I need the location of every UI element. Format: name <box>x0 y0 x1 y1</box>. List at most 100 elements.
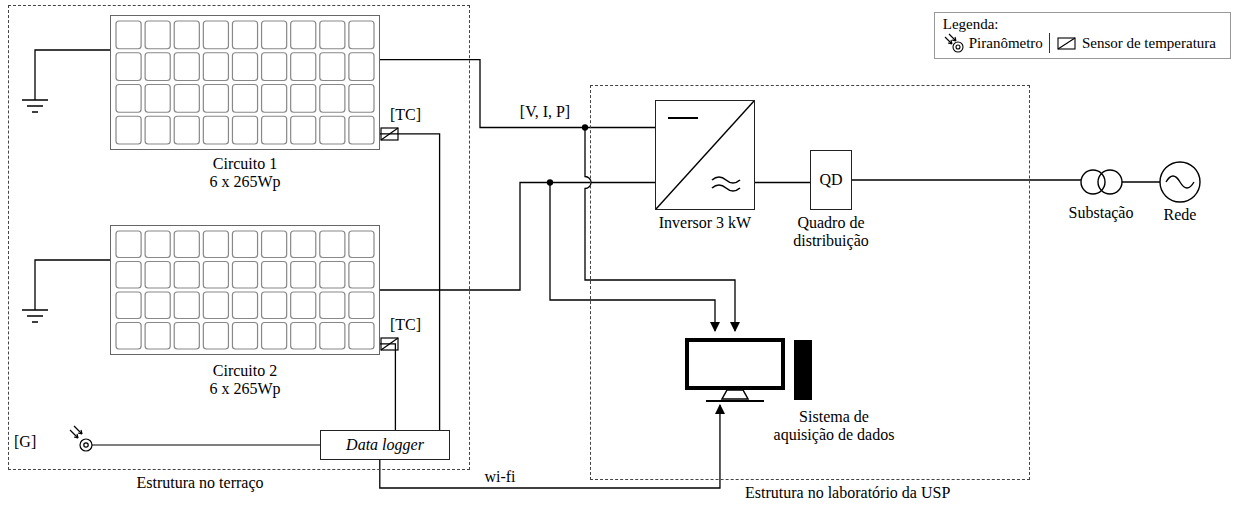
wire-connector <box>852 179 1081 180</box>
solar-cell <box>349 292 374 319</box>
caption-label: Quadro de distribuição <box>781 214 881 251</box>
solar-cell <box>349 53 374 81</box>
panel-cells <box>116 21 374 349</box>
legend-item: Sensor de temperatura <box>1049 33 1222 53</box>
solar-cell <box>232 231 257 258</box>
grid-source: Rede <box>1160 162 1200 202</box>
caption-label: Substação <box>1069 204 1134 222</box>
solar-cell <box>145 292 170 319</box>
wire-connector <box>380 344 395 430</box>
legend-symbol <box>943 33 965 53</box>
ground-symbol <box>22 310 48 322</box>
solar-cell <box>116 292 141 319</box>
solar-cell <box>145 53 170 81</box>
solar-cell <box>320 21 345 49</box>
solar-cell <box>145 262 170 289</box>
wire-connector <box>755 182 810 183</box>
wire-connector <box>380 405 720 488</box>
legend-symbol <box>1056 33 1078 53</box>
caption-label: Estrutura no laboratório da USP <box>745 484 950 502</box>
ac-symbol <box>712 177 740 191</box>
solar-cell <box>116 85 141 113</box>
solar-cell <box>174 231 199 258</box>
solar-cell <box>232 292 257 319</box>
monitor-base <box>706 400 764 402</box>
symbol-part <box>945 34 956 44</box>
grid-source-symbol <box>1160 162 1200 202</box>
wire-connector <box>380 134 440 430</box>
solar-cell <box>174 292 199 319</box>
box-label: QD <box>819 171 842 189</box>
ground-wire <box>35 50 110 100</box>
solar-cell <box>174 116 199 144</box>
computer-tower <box>794 340 812 400</box>
solar-cell <box>320 323 345 350</box>
solar-cell <box>145 116 170 144</box>
dc-symbol <box>668 117 698 119</box>
legend-item: Piranômetro <box>943 33 1049 53</box>
solar-cell <box>116 231 141 258</box>
wire-connector <box>1122 181 1160 182</box>
solar-cell <box>349 262 374 289</box>
solar-cell <box>116 262 141 289</box>
solar-cell <box>203 262 228 289</box>
solar-cell <box>320 53 345 81</box>
solar-cell <box>320 262 345 289</box>
solar-cell <box>291 53 316 81</box>
solar-cell <box>174 262 199 289</box>
legend-row: PiranômetroSensor de temperatura <box>943 33 1222 53</box>
inverter-box: Inversor 3 kW <box>655 100 755 210</box>
solar-cell <box>349 231 374 258</box>
symbol-part <box>956 45 960 49</box>
computer-icon <box>687 340 812 401</box>
solar-cell <box>116 116 141 144</box>
solar-cell <box>203 53 228 81</box>
sine-wave <box>1166 176 1194 188</box>
symbol-part <box>1058 38 1075 49</box>
solar-cell <box>291 231 316 258</box>
solar-cell <box>232 323 257 350</box>
symbol-part <box>945 34 963 52</box>
solar-cell <box>291 21 316 49</box>
ground-symbol <box>22 100 48 112</box>
pv-array: Circuito 1 6 x 265Wp <box>110 15 380 150</box>
legend-title: Legenda: <box>943 16 1222 33</box>
pyranometer-dome <box>84 443 88 447</box>
pv-array: Circuito 2 6 x 265Wp <box>110 225 380 355</box>
solar-cell <box>232 21 257 49</box>
solar-cell <box>291 116 316 144</box>
solar-cell <box>116 21 141 49</box>
legend-box: Legenda:PiranômetroSensor de temperatura <box>934 12 1231 59</box>
box-label: Data logger <box>346 436 424 454</box>
solar-cell <box>349 85 374 113</box>
solar-cell <box>262 116 287 144</box>
solar-cell <box>320 292 345 319</box>
solar-cell <box>262 323 287 350</box>
solar-cell <box>145 323 170 350</box>
solar-cell <box>145 85 170 113</box>
solar-cell <box>291 292 316 319</box>
pyranometer-symbol <box>70 426 320 451</box>
monitor <box>687 340 783 388</box>
symbol-part <box>1058 38 1075 49</box>
sensor-label: [TC] <box>390 106 421 124</box>
solar-cell <box>262 85 287 113</box>
wire-connector <box>380 183 655 291</box>
solar-cell <box>174 53 199 81</box>
monitor-stand <box>722 390 748 399</box>
caption-label: Estrutura no terraço <box>136 474 263 492</box>
solar-cell <box>232 85 257 113</box>
solar-cell <box>203 85 228 113</box>
solar-cell <box>262 262 287 289</box>
wire-connector <box>380 60 655 128</box>
pyranometer-icon <box>943 33 965 53</box>
measurement-label: [V, I, P] <box>520 103 570 121</box>
distribution-board: QDQuadro de distribuição <box>810 150 852 210</box>
solar-cell <box>320 231 345 258</box>
pyranometer-body <box>80 439 92 451</box>
solar-cell <box>262 231 287 258</box>
caption-label: Sistema de aquisição de dados <box>770 408 898 445</box>
solar-cell <box>145 21 170 49</box>
